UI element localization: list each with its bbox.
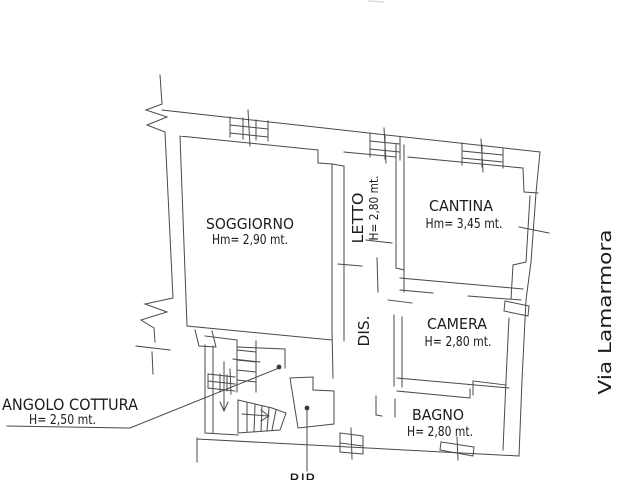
- wall-soggiorno-inner: [179, 135, 333, 327]
- label-soggiorno-height: Hm= 2,90 mt.: [212, 233, 288, 248]
- stair-enclosure: [204, 344, 239, 436]
- wall-soggiorno-right: [331, 163, 345, 342]
- label-letto: LETTO: [349, 193, 367, 244]
- wall-soggiorno-bottom-with-door: [186, 325, 333, 369]
- wall-cantina-bottom: [399, 277, 524, 301]
- wall-tick-right: [518, 226, 550, 234]
- leader-dots: [276, 364, 310, 411]
- wall-exterior-top: [161, 109, 541, 153]
- wall-dis-kitchen: [331, 329, 334, 379]
- wall-exterior-bottom: [196, 437, 520, 463]
- wall-camera-left: [393, 314, 403, 388]
- stair-arrow-turn: [241, 409, 270, 422]
- leader-angolo-cottura: [6, 367, 280, 429]
- label-cantina: CANTINA: [429, 197, 494, 215]
- plan-linework: [6, 74, 550, 472]
- bagno-door-jambs: [375, 395, 396, 418]
- label-camera-height: H= 2,80 mt.: [425, 335, 492, 350]
- wall-camera-bottom: [396, 377, 510, 399]
- corridor-thresholds: [365, 239, 413, 304]
- wall-cantina-top: [407, 156, 539, 194]
- label-bagno: BAGNO: [412, 406, 464, 424]
- window-stair-left: [207, 368, 236, 395]
- stair-winder-flight: [237, 399, 287, 434]
- label-street-via-lamarmora: Via Lamarmora: [595, 230, 616, 395]
- label-letto-height: H= 2,80 mt.: [367, 176, 381, 241]
- stair-upper-flight: [232, 339, 261, 393]
- label-dis: DIS.: [355, 316, 373, 347]
- label-cantina-height: Hm= 3,45 mt.: [426, 217, 503, 232]
- window-bottom-left: [339, 427, 364, 460]
- wall-right-inner: [502, 195, 531, 451]
- stair-arrow-down: [219, 361, 229, 412]
- label-bagno-height: H= 2,80 mt.: [407, 425, 473, 440]
- cropped-top-mark: [367, 0, 385, 3]
- label-angolo-cottura-height: H= 2,50 mt.: [29, 412, 96, 428]
- label-soggiorno: SOGGIORNO: [206, 215, 294, 233]
- window-soggiorno-top: [229, 109, 269, 147]
- window-cantina-top-right: [461, 138, 504, 173]
- label-camera: CAMERA: [427, 315, 488, 333]
- window-camera-right: [503, 300, 530, 317]
- label-angolo-cottura: ANGOLO COTTURA: [2, 395, 138, 414]
- wall-exterior-left-with-breaks: [135, 74, 174, 375]
- dot-angolo-cottura: [276, 364, 282, 370]
- window-bagno-bottom: [439, 436, 475, 461]
- dot-rip: [304, 405, 310, 411]
- wall-exterior-right: [518, 151, 541, 457]
- label-rip: RIP: [289, 470, 315, 480]
- rip-closet-outline: [289, 376, 335, 429]
- window-cantina-top-left: [369, 127, 401, 164]
